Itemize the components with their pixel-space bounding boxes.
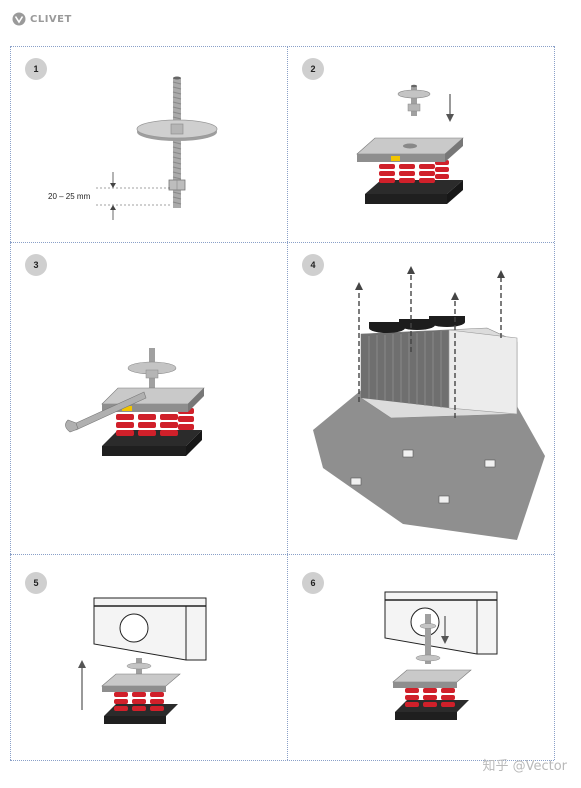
chiller-placement-illustration: [313, 266, 545, 540]
step-number-badge: 4: [302, 254, 324, 276]
step-number-badge: 6: [302, 572, 324, 594]
step-number-badge: 3: [25, 254, 47, 276]
measurement-label: 20 – 25 mm: [48, 192, 91, 201]
step-panel-3: 3: [10, 242, 287, 554]
brand-logo: CLIVET: [12, 12, 72, 26]
watermark: 知乎 @Vector: [482, 759, 567, 774]
wrench-adjust-illustration: [65, 348, 205, 456]
mount-insert-illustration: [356, 84, 464, 204]
step-number-badge: 5: [25, 572, 47, 594]
wrench-icon: [65, 391, 147, 433]
base-frame-lower-illustration: [78, 597, 207, 724]
instruction-grid: [10, 46, 555, 761]
base-frame-fix-illustration: [384, 591, 498, 720]
threaded-rod-washer-illustration: [96, 76, 218, 220]
step-panel-1: 1 20 – 25 mm: [10, 46, 287, 242]
step-panel-5: 5: [10, 554, 287, 760]
step-number-badge: 1: [25, 58, 47, 80]
step-number-badge: 2: [302, 58, 324, 80]
clivet-logo-icon: [12, 12, 26, 26]
step-panel-4: 4: [287, 242, 554, 554]
step-panel-6: 6: [287, 554, 554, 760]
step-panel-2: 2: [287, 46, 554, 242]
logo-text: CLIVET: [30, 13, 72, 25]
